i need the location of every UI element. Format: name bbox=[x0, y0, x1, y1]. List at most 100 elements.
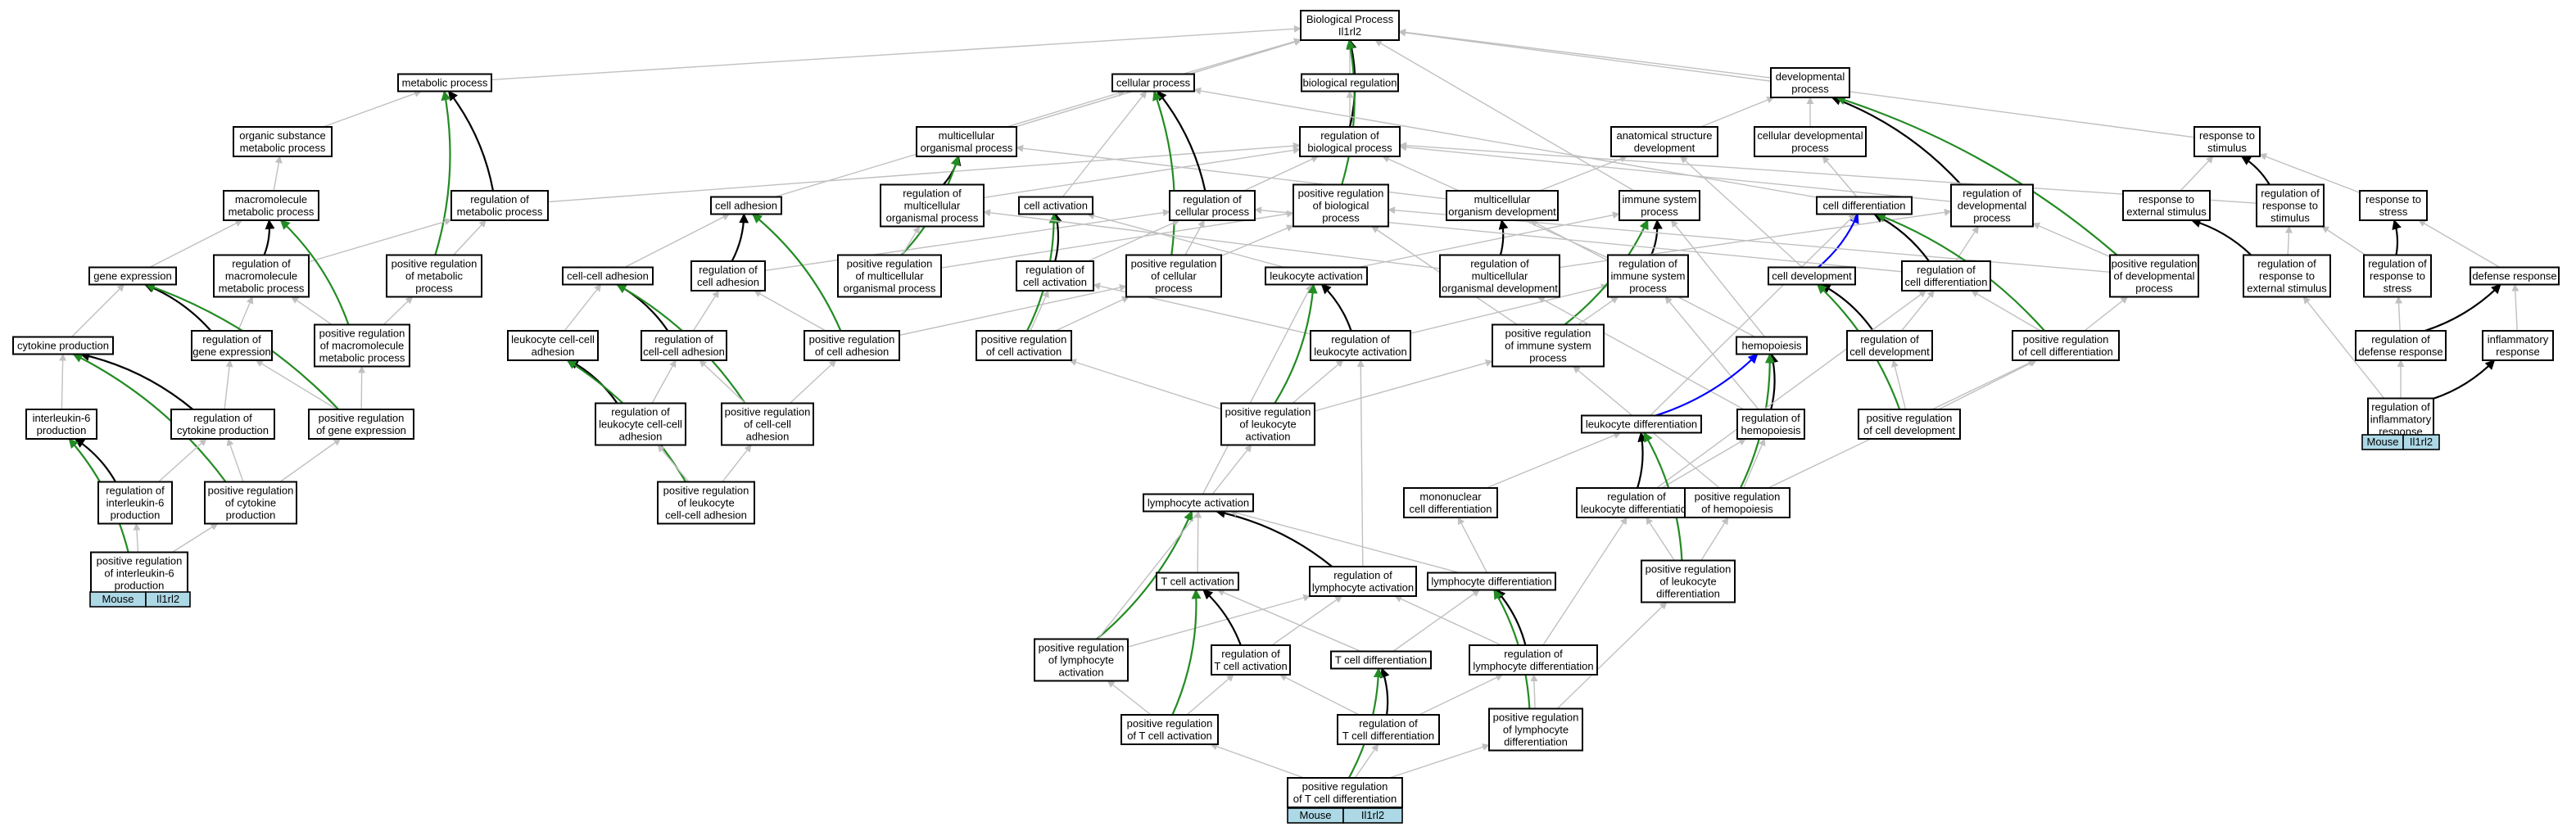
term-node-leukact[interactable]: leukocyte activation bbox=[1265, 266, 1368, 286]
term-node-ccadh[interactable]: cell-cell adhesion bbox=[562, 266, 654, 286]
term-label: positive regulation bbox=[1493, 712, 1579, 724]
term-node-defresp[interactable]: defense response bbox=[2470, 266, 2560, 286]
term-node-cellular[interactable]: cellular process bbox=[1111, 73, 1195, 93]
term-node-celldiff[interactable]: cell differentiation bbox=[1816, 196, 1913, 215]
term-node-leukdiff[interactable]: leukocyte differentiation bbox=[1581, 414, 1702, 434]
term-label: stress bbox=[2384, 282, 2412, 295]
edge-posregtcelldiff-to-regtcelldiff bbox=[1354, 743, 1379, 779]
term-node-cytoprod[interactable]: cytokine production bbox=[12, 336, 114, 355]
term-node-bioreg[interactable]: biological regulation bbox=[1301, 73, 1399, 93]
term-node-regtcellact[interactable]: regulation ofT cell activation bbox=[1211, 644, 1291, 676]
term-node-tcellact[interactable]: T cell activation bbox=[1156, 572, 1239, 591]
term-node-hemo[interactable]: hemopoiesis bbox=[1736, 336, 1808, 355]
term-label: developmental bbox=[1958, 200, 2027, 212]
term-node-lymphdiff[interactable]: lymphocyte differentiation bbox=[1427, 572, 1556, 591]
term-node-regtcelldiff[interactable]: regulation ofT cell differentiation bbox=[1337, 714, 1440, 745]
term-node-geneexp[interactable]: gene expression bbox=[88, 266, 177, 286]
term-label: cell differentiation bbox=[1823, 200, 1906, 212]
term-node-tcelldiff[interactable]: T cell differentiation bbox=[1330, 650, 1432, 670]
term-node-lymphact[interactable]: lymphocyte activation bbox=[1143, 493, 1254, 513]
term-label: mononuclear bbox=[1419, 490, 1482, 503]
term-node-celladh[interactable]: cell adhesion bbox=[710, 196, 782, 215]
term-node-cellact[interactable]: cell activation bbox=[1018, 196, 1093, 215]
term-node-celldev[interactable]: cell development bbox=[1768, 266, 1856, 286]
term-label: multicellular bbox=[939, 129, 995, 142]
term-label: regulation of bbox=[2371, 401, 2430, 413]
term-label: T cell activation bbox=[1214, 660, 1287, 672]
edge-regcelldev-to-regcelldiff bbox=[1901, 290, 1935, 332]
term-label: positive regulation bbox=[1127, 717, 1213, 730]
term-node-metabolic[interactable]: metabolic process bbox=[397, 73, 492, 93]
edge-regcell-to-cellular bbox=[1157, 90, 1207, 192]
term-label: hemopoiesis bbox=[1741, 424, 1801, 436]
edge-posregmulti-to-regmulti bbox=[901, 225, 921, 255]
